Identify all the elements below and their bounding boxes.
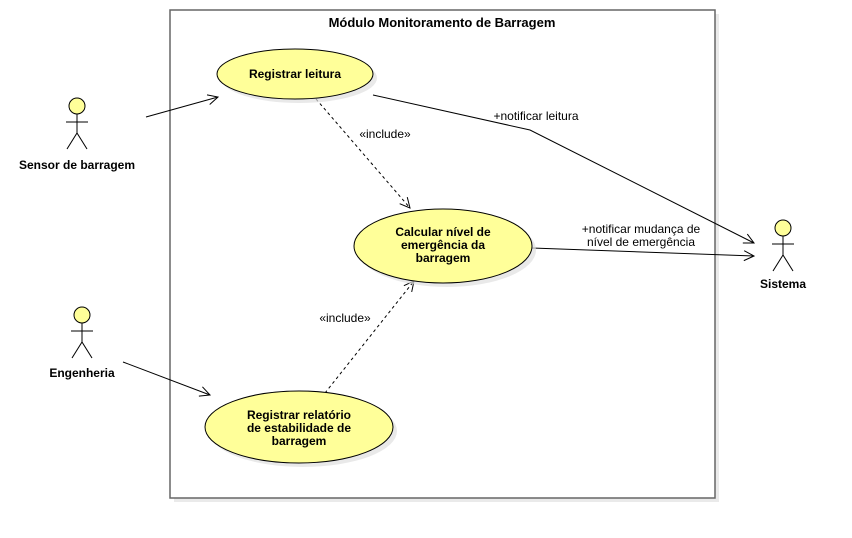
use-case-label-line2: emergência da (401, 238, 485, 252)
assoc-sensor-registrar-leitura (145, 97, 218, 118)
use-case-label-line3: barragem (416, 251, 471, 265)
actor-engenharia[interactable]: Engenheria (49, 306, 115, 380)
notify-change-label-line1: +notificar mudança de (582, 222, 701, 236)
actor-stick-figure-icon (66, 97, 88, 150)
use-case-shape[interactable] (216, 48, 374, 100)
use-case-shape[interactable] (353, 208, 533, 284)
notify-change-label-line2: nível de emergência (587, 235, 695, 249)
include-label-top: «include» (359, 127, 411, 141)
assoc-registrar-leitura-sistema (372, 94, 754, 243)
actor-name: Engenheria (49, 366, 115, 380)
relationship-labels: «include» «include» +notificar leitura +… (319, 109, 700, 325)
use-case-shape[interactable] (204, 390, 394, 464)
boundary-title: Módulo Monitoramento de Barragem (329, 15, 556, 30)
actor-stick-figure-icon (772, 219, 794, 272)
use-case-label-line2: de estabilidade de (247, 421, 351, 435)
use-case-registrar-leitura[interactable]: Registrar leitura (216, 48, 377, 103)
actor-sensor-de-barragem[interactable]: Sensor de barragem (19, 97, 135, 172)
use-case-label-line1: Registrar relatório (247, 408, 351, 422)
assoc-calcular-nivel-sistema (531, 247, 754, 256)
associations (122, 94, 754, 395)
include-label-bottom: «include» (319, 311, 371, 325)
actor-name: Sensor de barragem (19, 158, 135, 172)
use-case-label-line3: barragem (272, 434, 327, 448)
assoc-engenharia-registrar-relatorio (122, 361, 210, 395)
actor-name: Sistema (760, 277, 806, 291)
notify-reading-label: +notificar leitura (493, 109, 578, 123)
use-case-calcular-nivel[interactable]: Calcular nível de emergência da barragem (353, 208, 536, 287)
actor-stick-figure-icon (71, 306, 93, 359)
use-case-registrar-relatorio[interactable]: Registrar relatório de estabilidade de b… (204, 390, 397, 467)
use-case-label-line1: Calcular nível de (395, 225, 491, 239)
actor-sistema[interactable]: Sistema (760, 219, 806, 291)
use-case-label: Registrar leitura (249, 67, 341, 81)
